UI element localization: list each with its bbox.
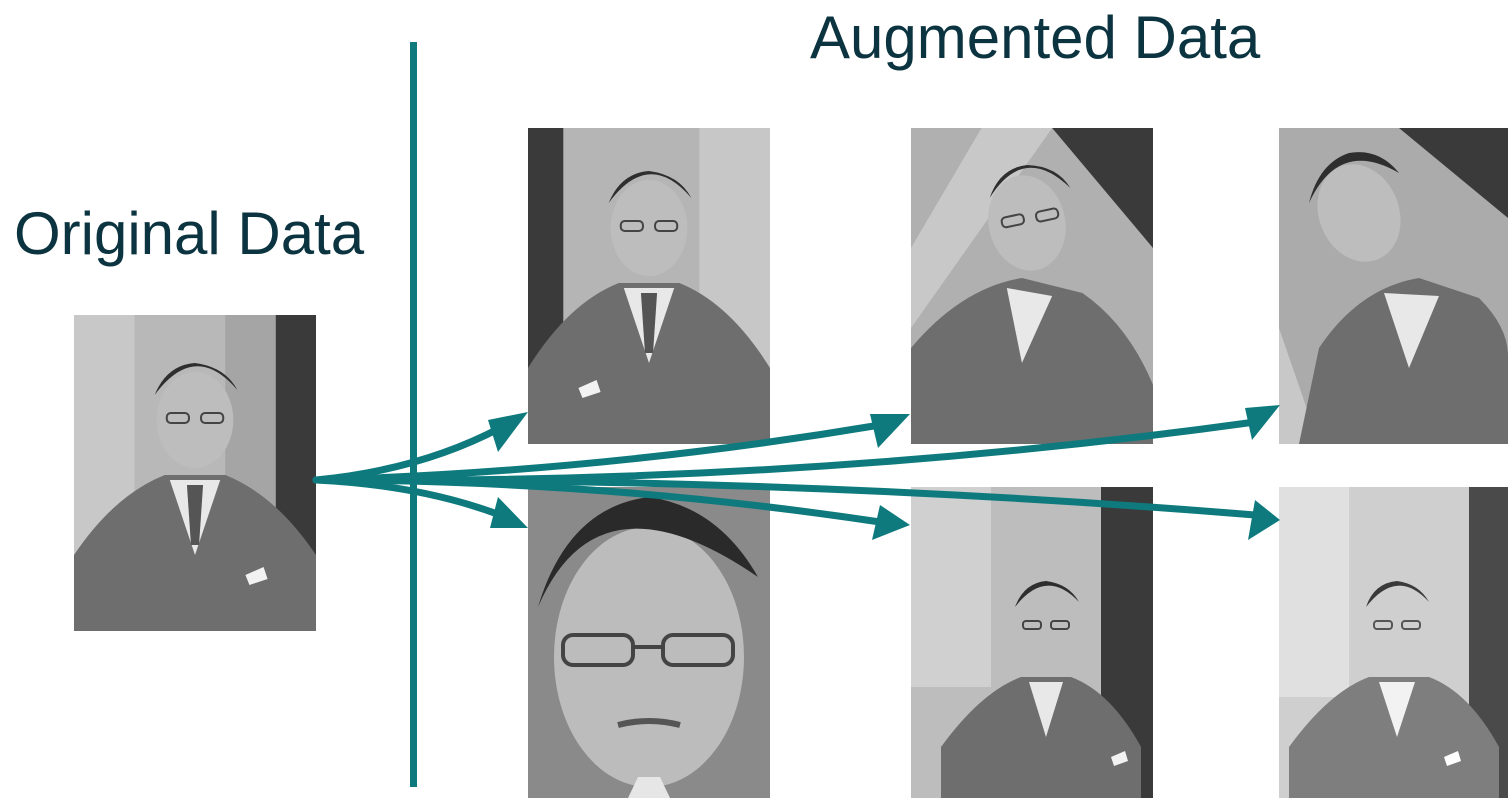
arrowhead-photo-2 (870, 414, 910, 448)
augmented-data-title: Augmented Data (810, 4, 1261, 71)
arrowhead-photo-6 (1248, 500, 1280, 540)
augmented-photo-3 (1279, 128, 1508, 444)
arrow-to-augmented-photo-1 (312, 424, 504, 484)
augmented-photo-5 (911, 487, 1153, 798)
augmented-photo-4 (528, 487, 770, 798)
arrow-to-augmented-photo-4 (312, 476, 504, 519)
arrowhead-photo-5 (872, 505, 910, 540)
augmented-photo-2 (911, 128, 1153, 444)
arrowhead-photo-4 (490, 497, 528, 528)
arrowhead-photo-1 (488, 412, 528, 452)
original-photo (74, 315, 316, 631)
original-data-title: Original Data (14, 200, 365, 267)
augmented-photo-1 (528, 128, 770, 444)
divider-line (410, 42, 417, 787)
augmented-photo-6 (1279, 487, 1508, 798)
arrowhead-photo-3 (1245, 405, 1280, 440)
